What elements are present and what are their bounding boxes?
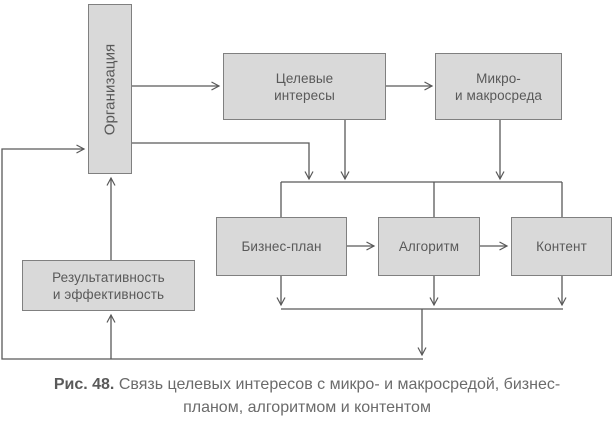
node-content: Контент — [511, 217, 612, 276]
node-target-interests: Целевые интересы — [223, 53, 386, 120]
node-effectiveness-line2: и эффективность — [52, 286, 165, 302]
node-business-plan: Бизнес-план — [216, 217, 347, 276]
node-micro-macro-environment-line2: и макросреда — [454, 87, 543, 103]
node-target-interests-line1: Целевые — [275, 70, 334, 86]
figure-caption-line2: планом, алгоритмом и контентом — [183, 399, 431, 416]
node-algorithm: Алгоритм — [378, 217, 480, 276]
node-algorithm-label: Алгоритм — [398, 239, 460, 254]
figure-caption-text1: Связь целевых интересов с микро- и макро… — [118, 376, 561, 393]
node-micro-macro-environment: Микро- и макросреда — [435, 53, 562, 120]
node-micro-macro-environment-line1: Микро- — [476, 70, 521, 86]
figure-caption-line1: Рис. 48. Связь целевых интересов с микро… — [0, 373, 614, 396]
feedback-loop-to-org — [1, 144, 423, 360]
node-content-label: Контент — [536, 239, 587, 254]
arrow-org-to-collector — [132, 142, 314, 181]
node-effectiveness-line1: Результативность — [52, 269, 165, 285]
node-organization: Организация — [88, 4, 132, 174]
node-effectiveness: Результативность и эффективность — [22, 260, 195, 311]
node-target-interests-line2: интересы — [274, 87, 335, 103]
figure-caption: Рис. 48. Связь целевых интересов с микро… — [0, 373, 614, 419]
node-organization-label: Организация — [101, 43, 119, 135]
figure-caption-number: Рис. 48. — [53, 376, 115, 393]
node-business-plan-label: Бизнес-план — [241, 239, 322, 254]
